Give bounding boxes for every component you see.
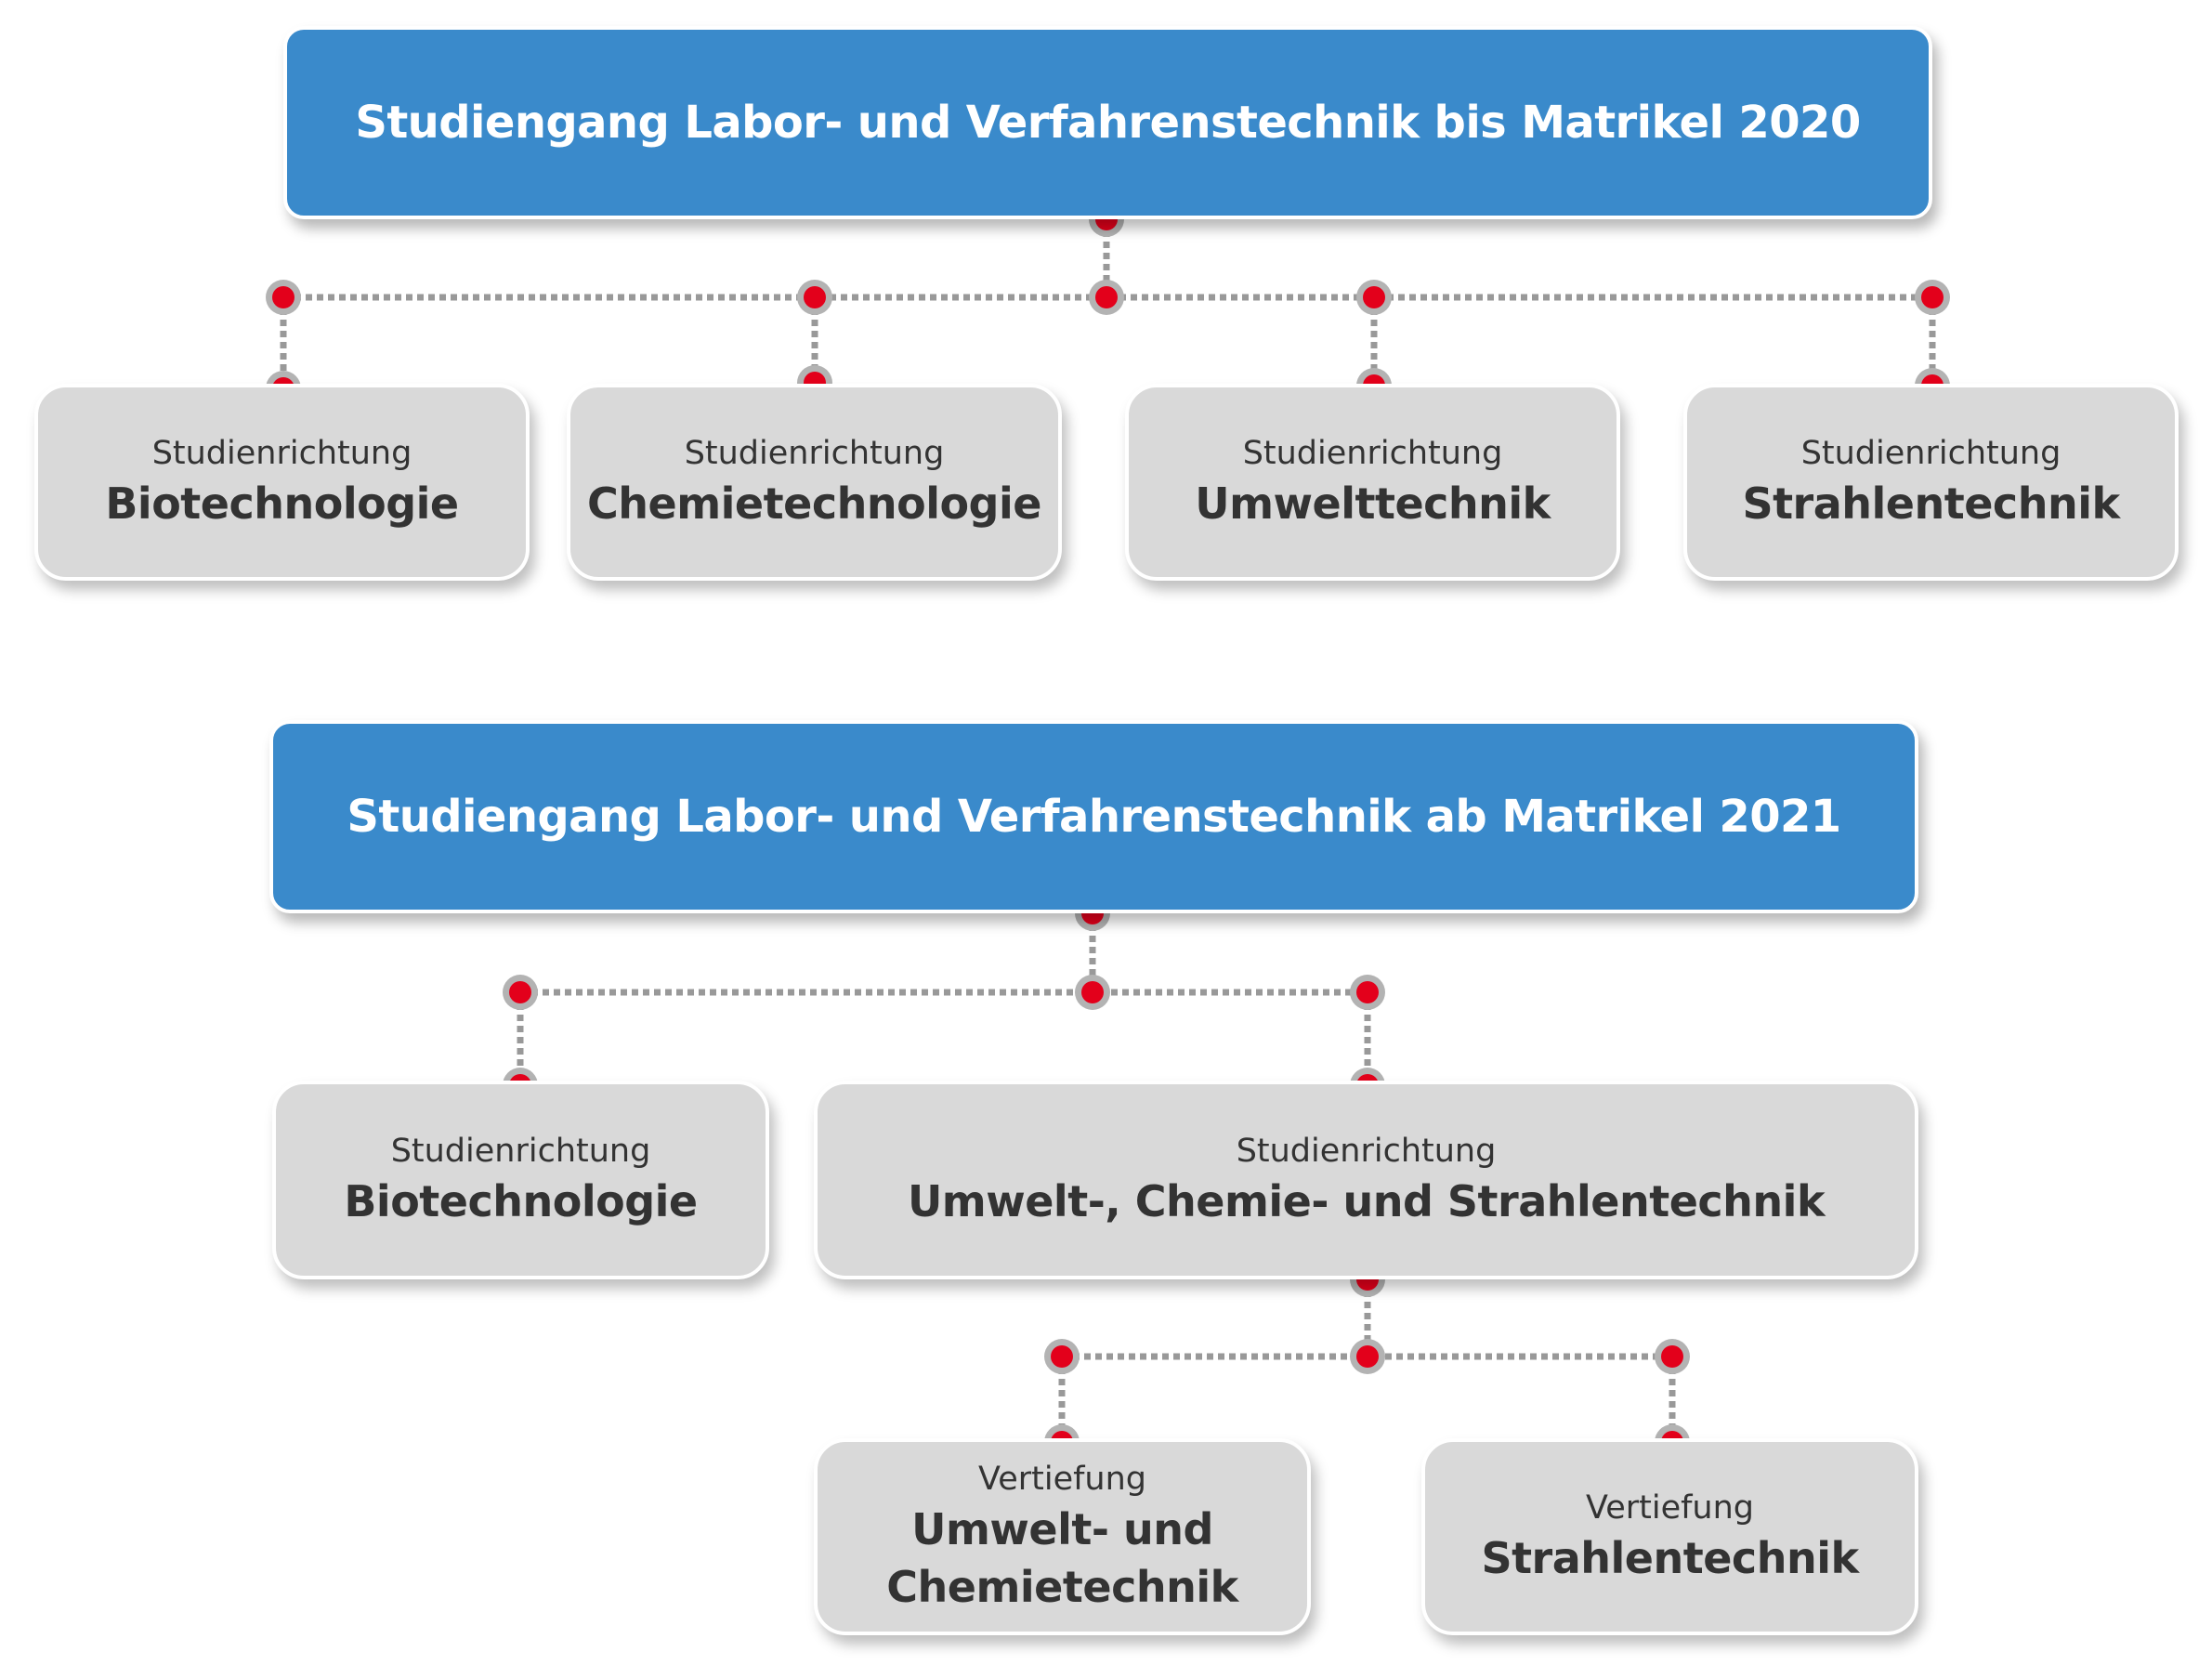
- connector-dot: [1089, 280, 1124, 315]
- connector-dot: [503, 975, 538, 1010]
- node-label: Studienrichtung: [390, 1133, 651, 1170]
- node-label: Studienrichtung: [1236, 1133, 1497, 1170]
- node-label: Vertiefung: [977, 1461, 1147, 1498]
- node-title: Strahlentechnik: [1742, 478, 2120, 529]
- node-top-umwelttechnik: Studienrichtung Umwelttechnik: [1125, 384, 1620, 581]
- connector-dot: [1075, 975, 1110, 1010]
- node-vertiefung-strahlentechnik: Vertiefung Strahlentechnik: [1421, 1438, 1918, 1635]
- header-top-title: Studiengang Labor- und Verfahrenstechnik…: [355, 97, 1861, 149]
- connector-dot: [1356, 280, 1392, 315]
- connector-dot: [1915, 280, 1950, 315]
- connector-dot: [1044, 1339, 1080, 1374]
- node-title: Umwelttechnik: [1195, 478, 1551, 529]
- node-top-chemietechnologie: Studienrichtung Chemietechnologie: [567, 384, 1062, 581]
- node-top-strahlentechnik: Studienrichtung Strahlentechnik: [1683, 384, 2179, 581]
- connector-dot: [266, 280, 301, 315]
- node-label: Studienrichtung: [1242, 435, 1503, 472]
- connector-dot: [1350, 975, 1385, 1010]
- node-title: Biotechnologie: [105, 478, 459, 529]
- node-bottom-biotechnologie: Studienrichtung Biotechnologie: [272, 1081, 769, 1279]
- node-label: Vertiefung: [1585, 1489, 1755, 1527]
- node-title: Chemietechnologie: [587, 478, 1041, 529]
- node-title-line2: Chemietechnik: [886, 1562, 1238, 1612]
- node-top-biotechnologie: Studienrichtung Biotechnologie: [34, 384, 530, 581]
- connector-dot: [1655, 1339, 1690, 1374]
- header-top: Studiengang Labor- und Verfahrenstechnik…: [283, 26, 1932, 219]
- node-title: Umwelt-, Chemie- und Strahlentechnik: [907, 1176, 1826, 1226]
- node-label: Studienrichtung: [1800, 435, 2061, 472]
- node-label: Studienrichtung: [684, 435, 945, 472]
- connector-dot: [1350, 1339, 1385, 1374]
- node-label: Studienrichtung: [151, 435, 412, 472]
- node-title: Strahlentechnik: [1481, 1533, 1859, 1583]
- node-title: Biotechnologie: [344, 1176, 698, 1226]
- connector-dot: [797, 280, 832, 315]
- node-vertiefung-umwelt-chemietechnik: Vertiefung Umwelt- und Chemietechnik: [814, 1438, 1311, 1635]
- header-bottom-title: Studiengang Labor- und Verfahrenstechnik…: [347, 791, 1841, 843]
- header-bottom: Studiengang Labor- und Verfahrenstechnik…: [269, 720, 1918, 913]
- node-bottom-umwelt-chemie-strahlentechnik: Studienrichtung Umwelt-, Chemie- und Str…: [814, 1081, 1918, 1279]
- node-title-line1: Umwelt- und: [911, 1504, 1213, 1554]
